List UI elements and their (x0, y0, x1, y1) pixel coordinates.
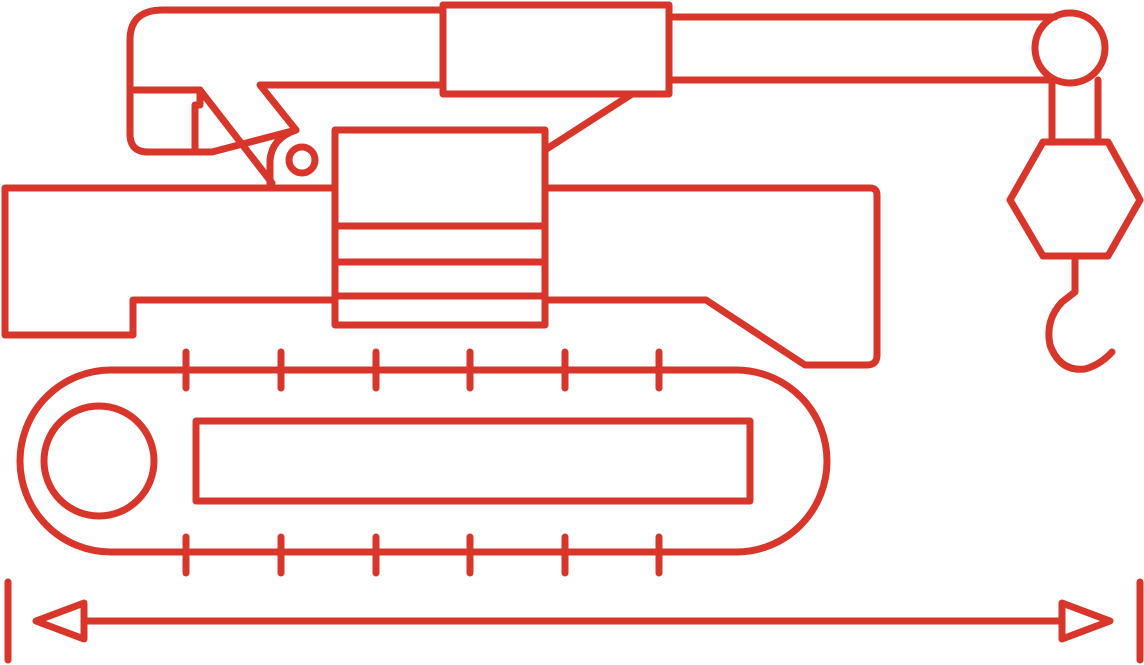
carbody-right (541, 184, 881, 369)
cab-housing (331, 126, 549, 329)
carbody-left (1, 184, 339, 339)
boom-outline (126, 6, 447, 189)
boom-lower-edge (256, 81, 447, 134)
dimension-arrow (4, 578, 1144, 664)
boom-tip-sheave-icon (1031, 9, 1109, 87)
track-cleats-top (182, 348, 663, 392)
track-frame (192, 417, 754, 505)
boom-diagonal-brace (196, 86, 276, 187)
track-cleats-bottom (182, 533, 663, 577)
cab-slats (331, 222, 549, 300)
hoist-cable (1048, 76, 1102, 144)
idler-wheel-icon (40, 402, 158, 520)
arrowhead-right-icon (1058, 599, 1114, 643)
arrowhead-left-icon (32, 599, 88, 643)
boom-extension (665, 13, 1059, 84)
boom-strut (541, 90, 636, 154)
crawler-track (16, 366, 831, 556)
boom-inner-contour (126, 86, 204, 154)
hook-icon (1045, 254, 1116, 373)
hook-block-icon (1006, 138, 1144, 260)
boom-pivot-pin-icon (285, 143, 319, 177)
boom-sleeve (439, 1, 673, 98)
